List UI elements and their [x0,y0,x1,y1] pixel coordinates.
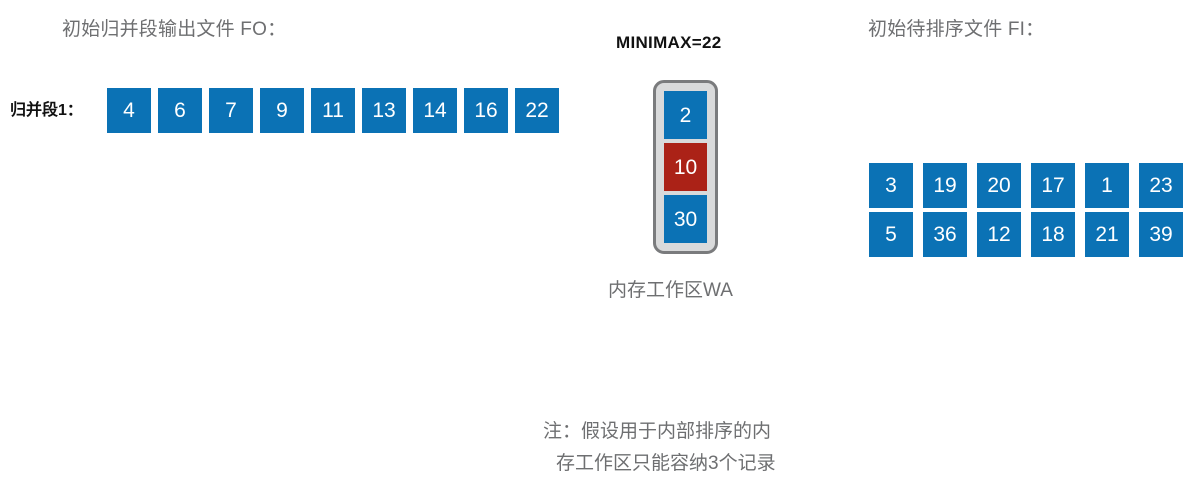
fo-cell: 16 [464,88,508,133]
fi-cell: 19 [923,163,967,208]
fo-cell: 14 [413,88,457,133]
fo-merge-run-cells: 4 6 7 9 11 13 14 16 22 [107,88,559,133]
fi-cell: 1 [1085,163,1129,208]
note-line-2: 存工作区只能容纳3个记录 [556,453,776,474]
fi-cell: 17 [1031,163,1075,208]
fi-cell: 5 [869,212,913,257]
fo-cell: 4 [107,88,151,133]
fi-row: 5 36 12 18 21 39 [869,212,1183,257]
fi-row: 3 19 20 17 1 23 [869,163,1183,208]
fi-cell: 12 [977,212,1021,257]
merge-run-label: 归并段1： [10,102,83,119]
fo-cell: 22 [515,88,559,133]
fi-cell: 36 [923,212,967,257]
fo-cell: 7 [209,88,253,133]
fi-cell: 20 [977,163,1021,208]
fo-section-heading: 初始归并段输出文件 FO： [62,19,287,40]
wa-slot: 30 [664,195,707,243]
fi-cell: 23 [1139,163,1183,208]
fo-cell: 13 [362,88,406,133]
memory-work-area-caption: 内存工作区WA [608,280,733,301]
wa-slot: 2 [664,91,707,139]
fi-cell: 39 [1139,212,1183,257]
minimax-label: MINIMAX=22 [616,33,722,52]
fi-section-heading: 初始待排序文件 FI： [868,19,1045,40]
fo-cell: 6 [158,88,202,133]
memory-work-area-container: 2 10 30 [653,80,718,254]
fi-cell: 3 [869,163,913,208]
fi-cell: 18 [1031,212,1075,257]
fo-cell: 9 [260,88,304,133]
wa-slot-frozen: 10 [664,143,707,191]
note-line-1: 注：假设用于内部排序的内 [543,421,772,442]
fi-input-file-grid: 3 19 20 17 1 23 5 36 12 18 21 39 [869,163,1183,257]
fo-cell: 11 [311,88,355,133]
fi-cell: 21 [1085,212,1129,257]
